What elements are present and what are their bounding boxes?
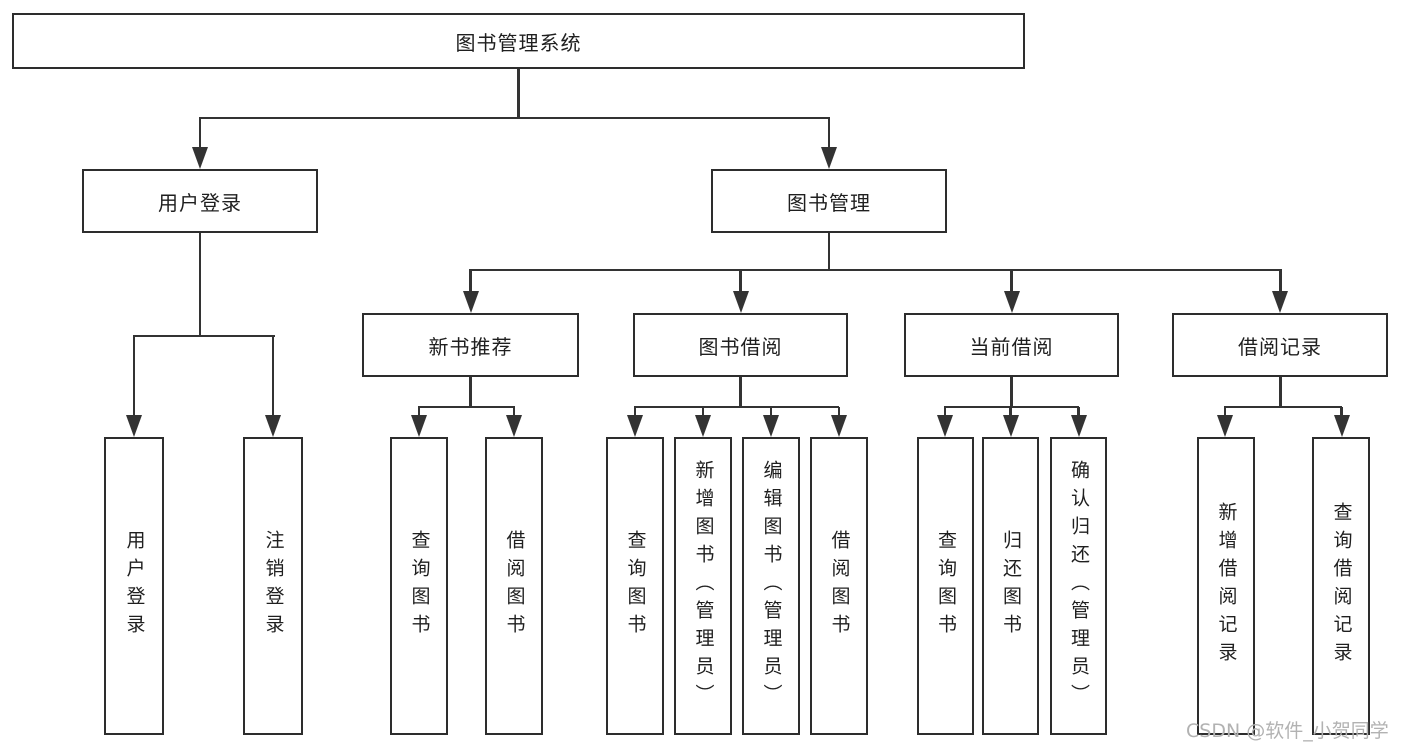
connector-line: [769, 407, 773, 419]
leaf-query-borrow-record: 查询借阅记录: [1312, 437, 1370, 735]
leaf-add-book-admin-label: 新增图书（管理员）: [692, 460, 715, 712]
arrow-down-icon: [411, 415, 427, 437]
connector-line: [417, 407, 421, 419]
arrow-down-icon: [192, 147, 208, 169]
leaf-confirm-return-admin: 确认归还（管理员）: [1050, 437, 1107, 735]
connector-line: [198, 116, 831, 120]
leaf-query-book-current-label: 查询图书: [935, 530, 957, 642]
connector-line: [1077, 407, 1080, 419]
leaf-return-book: 归还图书: [982, 437, 1039, 735]
connector-line: [132, 334, 276, 338]
connector-line: [633, 405, 840, 409]
connector-line: [1009, 407, 1012, 419]
connector-line: [633, 407, 637, 419]
leaf-user-login: 用户登录: [104, 437, 164, 735]
leaf-confirm-return-admin-label: 确认归还（管理员）: [1068, 460, 1090, 712]
connector-line: [1223, 407, 1227, 419]
arrow-down-icon: [1217, 415, 1233, 437]
arrow-down-icon: [1003, 291, 1020, 313]
node-book-management-label: 图书管理: [787, 190, 871, 215]
connector-line: [1279, 270, 1282, 293]
leaf-query-book-current: 查询图书: [917, 437, 974, 735]
connector-line: [739, 377, 742, 407]
node-book-borrow: 图书借阅: [633, 313, 848, 377]
connector-line: [469, 268, 1283, 272]
connector-line: [827, 233, 831, 270]
arrow-down-icon: [695, 415, 711, 437]
leaf-add-borrow-record: 新增借阅记录: [1197, 437, 1255, 735]
arrow-down-icon: [732, 291, 749, 313]
leaf-borrow-book-recommend: 借阅图书: [485, 437, 543, 735]
arrow-down-icon: [506, 415, 522, 437]
arrow-down-icon: [462, 291, 479, 313]
leaf-edit-book-admin: 编辑图书（管理员）: [742, 437, 800, 735]
arrow-down-icon: [1002, 415, 1019, 437]
leaf-logout-label: 注销登录: [262, 530, 285, 642]
arrow-down-icon: [1333, 415, 1350, 437]
connector-line: [198, 233, 202, 336]
connector-line: [1279, 377, 1282, 407]
arrow-down-icon: [627, 415, 643, 437]
arrow-down-icon: [1070, 415, 1087, 437]
connector-line: [271, 336, 275, 420]
connector-line: [469, 270, 472, 293]
arrow-down-icon: [763, 415, 779, 437]
arrow-down-icon: [265, 415, 281, 437]
node-book-borrow-label: 图书借阅: [698, 334, 783, 359]
arrow-down-icon: [937, 415, 953, 437]
connector-line: [417, 405, 516, 409]
leaf-query-book-recommend-label: 查询图书: [408, 530, 431, 642]
leaf-edit-book-admin-label: 编辑图书（管理员）: [760, 460, 783, 712]
node-book-management: 图书管理: [711, 169, 947, 233]
connector-line: [1010, 377, 1013, 407]
connector-line: [512, 407, 516, 419]
leaf-user-login-label: 用户登录: [123, 530, 146, 642]
node-current-borrow-label: 当前借阅: [969, 334, 1054, 359]
csdn-watermark: CSDN @软件_小贺同学: [1186, 720, 1389, 742]
connector-line: [469, 377, 472, 407]
connector-line: [837, 407, 841, 419]
leaf-return-book-label: 归还图书: [1000, 530, 1022, 642]
node-user-login-label: 用户登录: [158, 190, 242, 215]
node-root-label: 图书管理系统: [455, 30, 582, 55]
connector-line: [1010, 270, 1013, 293]
node-user-login: 用户登录: [82, 169, 318, 233]
connector-line: [517, 69, 520, 118]
leaf-borrow-book: 借阅图书: [810, 437, 868, 735]
connector-line: [739, 270, 742, 293]
leaf-add-borrow-record-label: 新增借阅记录: [1215, 502, 1238, 670]
leaf-query-book-borrow-label: 查询图书: [624, 530, 647, 642]
arrow-down-icon: [821, 147, 837, 169]
connector-line: [1223, 405, 1343, 409]
connector-line: [1340, 407, 1343, 419]
leaf-query-borrow-record-label: 查询借阅记录: [1330, 502, 1353, 670]
connector-line: [701, 407, 705, 419]
leaf-borrow-book-label: 借阅图书: [828, 530, 851, 642]
arrow-down-icon: [126, 415, 142, 437]
node-new-book-recommend-label: 新书推荐: [428, 334, 513, 359]
arrow-down-icon: [831, 415, 847, 437]
connector-line: [827, 118, 831, 152]
leaf-add-book-admin: 新增图书（管理员）: [674, 437, 732, 735]
leaf-logout: 注销登录: [243, 437, 303, 735]
arrow-down-icon: [1272, 291, 1289, 313]
node-current-borrow: 当前借阅: [904, 313, 1119, 377]
leaf-query-book-borrow: 查询图书: [606, 437, 664, 735]
node-borrow-records: 借阅记录: [1172, 313, 1388, 377]
connector-line: [943, 407, 947, 419]
connector-line: [132, 336, 136, 420]
node-root: 图书管理系统: [12, 13, 1025, 69]
leaf-borrow-book-recommend-label: 借阅图书: [503, 530, 526, 642]
node-borrow-records-label: 借阅记录: [1238, 334, 1322, 359]
node-new-book-recommend: 新书推荐: [362, 313, 579, 377]
connector-line: [198, 118, 202, 152]
leaf-query-book-recommend: 查询图书: [390, 437, 448, 735]
